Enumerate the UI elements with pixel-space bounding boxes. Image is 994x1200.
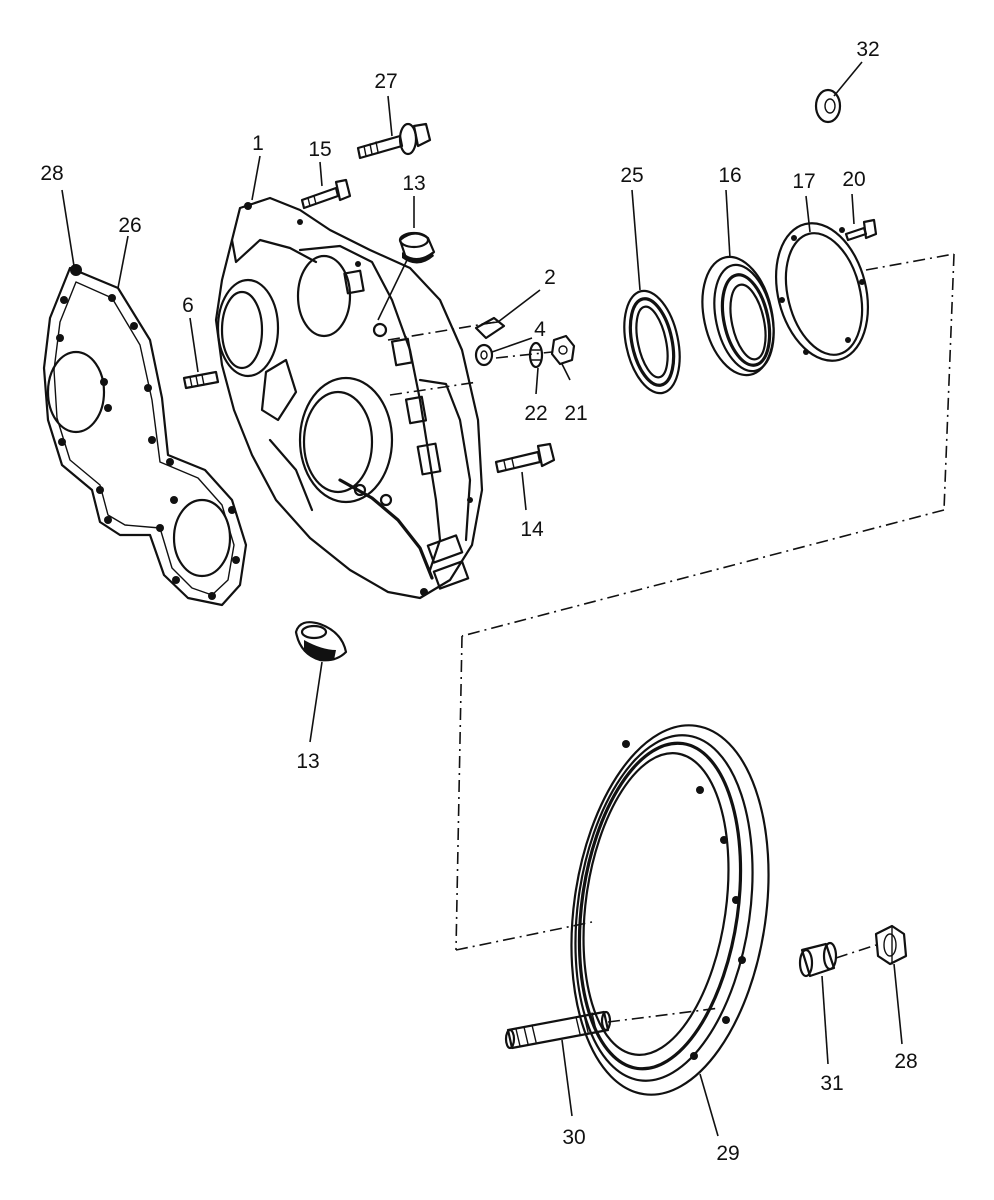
part-13-plug-lower: [294, 621, 348, 662]
part-31-sleeve: [798, 941, 838, 978]
part-29-large-ring: [570, 724, 770, 1096]
part-32-washer: [814, 88, 842, 124]
callout-30: 30: [562, 1126, 585, 1149]
callout-29: 29: [716, 1142, 739, 1165]
part-22-washer: [528, 341, 544, 369]
callout-2: 2: [544, 266, 556, 289]
leader-lines: [61, 61, 903, 1137]
callout-28-gasket: 28: [40, 162, 63, 185]
callout-labels: 1 2 4 6 13 13 14 15 16 17 20 21 22 25 26…: [40, 38, 917, 1165]
part-16-seal-housing: [701, 255, 775, 377]
callout-13-top: 13: [402, 172, 425, 195]
callout-21: 21: [564, 402, 587, 425]
callout-4: 4: [534, 318, 546, 341]
callout-17: 17: [792, 170, 815, 193]
callout-6: 6: [182, 294, 194, 317]
callout-26: 26: [118, 214, 141, 237]
part-14-bolt: [494, 442, 556, 474]
part-28-nut: [874, 924, 908, 966]
part-26-gasket: [42, 264, 248, 607]
callout-13-lower: 13: [296, 750, 319, 773]
callout-28-nut: 28: [894, 1050, 917, 1073]
callout-31: 31: [820, 1072, 843, 1095]
part-13-plug-top: [398, 231, 436, 264]
part-25-seal: [623, 289, 681, 395]
part-17-gasket-ring: [774, 222, 870, 362]
part-4-washer: [474, 343, 494, 367]
assembly-center-lines: [387, 253, 955, 1023]
callout-20: 20: [842, 168, 865, 191]
part-21-nut: [550, 334, 576, 366]
part-20-screw: [844, 218, 878, 242]
callout-1: 1: [252, 132, 264, 155]
callout-15: 15: [308, 138, 331, 161]
callout-32: 32: [856, 38, 879, 61]
callout-14: 14: [520, 518, 544, 541]
callout-27: 27: [374, 70, 397, 93]
callout-25: 25: [620, 164, 643, 187]
callout-16: 16: [718, 164, 741, 187]
part-1-housing: [214, 196, 484, 600]
callout-22: 22: [524, 402, 547, 425]
part-15-bolt: [300, 178, 352, 210]
part-27-bolt: [356, 122, 432, 160]
part-6-stud: [182, 370, 220, 390]
